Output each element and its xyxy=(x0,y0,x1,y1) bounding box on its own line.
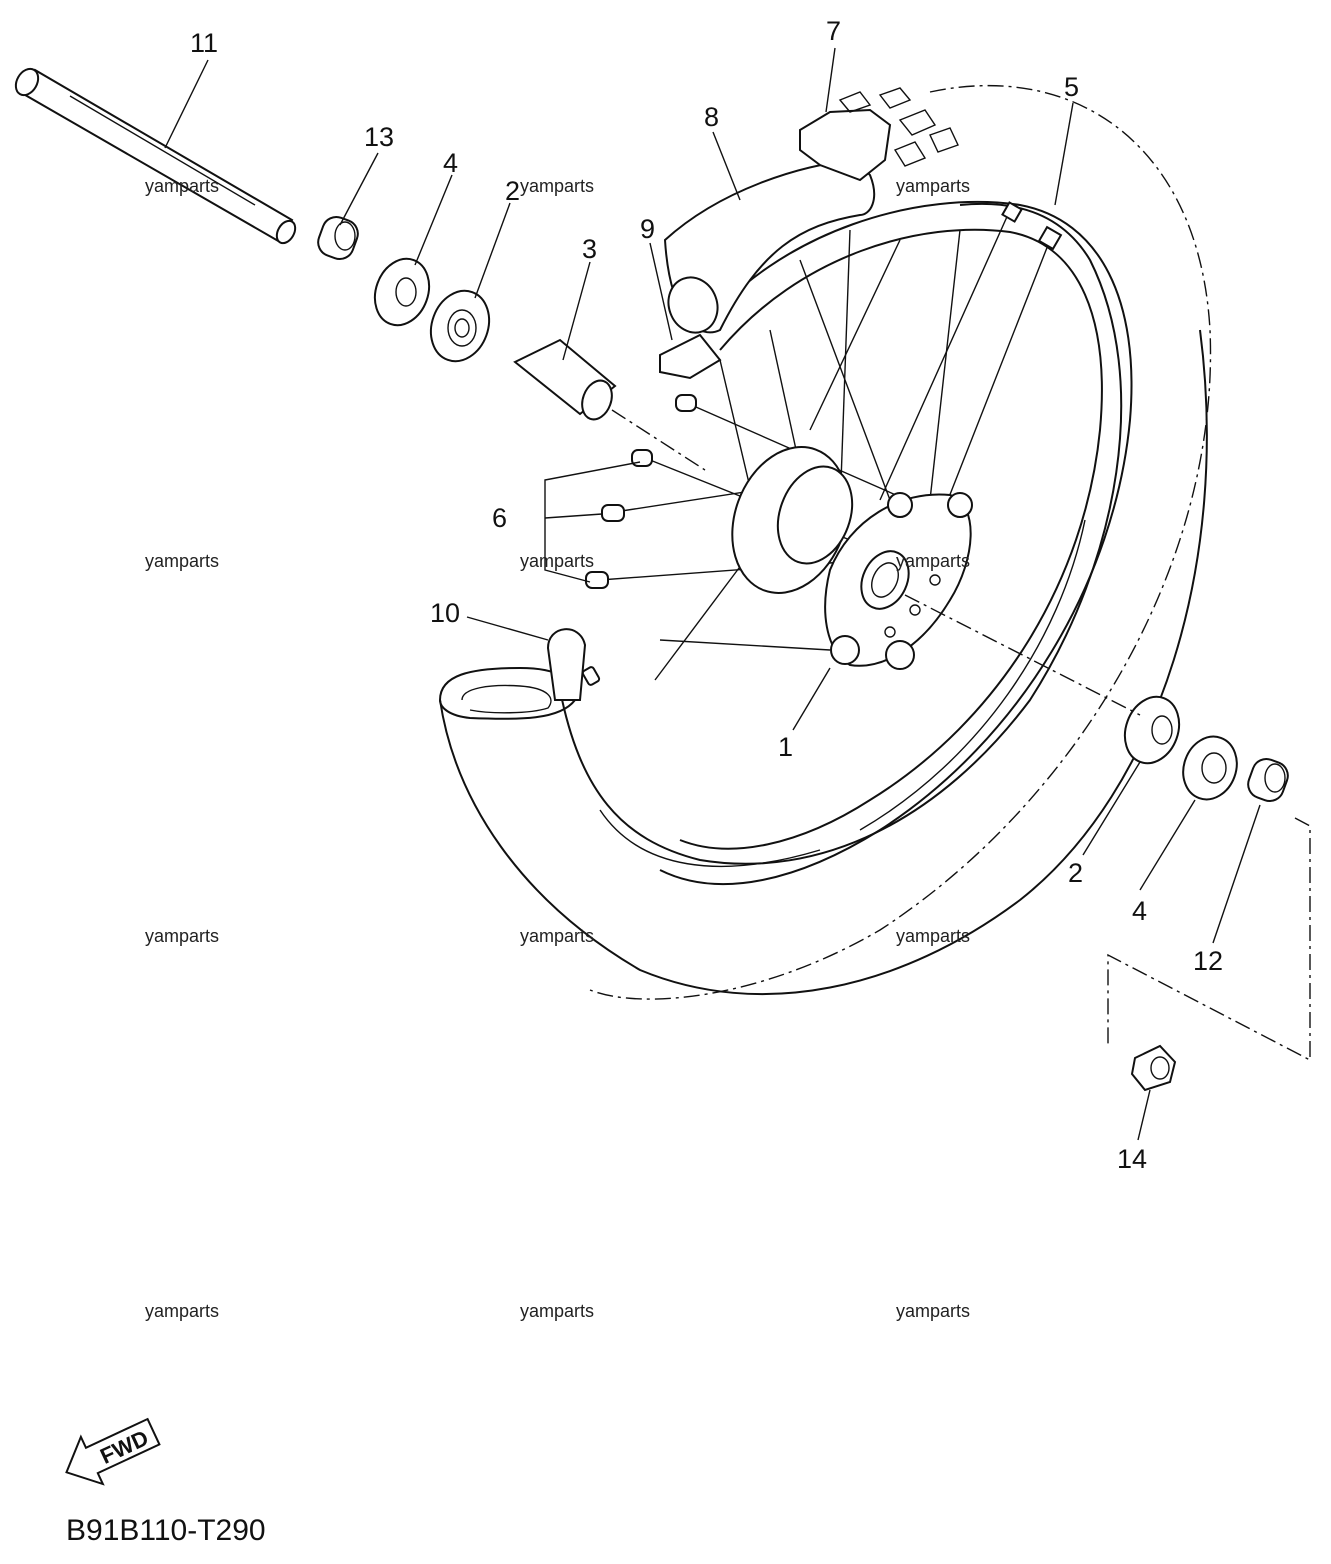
rim xyxy=(659,200,1133,886)
tire-knobs xyxy=(799,87,959,182)
nut-14 xyxy=(1130,1044,1177,1092)
rim-band xyxy=(663,158,876,334)
part-number-9: 9 xyxy=(640,214,655,244)
oil-seal-4-right xyxy=(1182,735,1238,801)
part-number-2: 2 xyxy=(505,176,520,206)
watermark: yamparts xyxy=(896,176,970,196)
axle xyxy=(14,67,297,245)
part-number-10: 10 xyxy=(430,598,460,628)
part-number-4: 4 xyxy=(443,148,458,178)
bearing-2-right xyxy=(1123,695,1181,765)
watermark: yamparts xyxy=(896,926,970,946)
watermark: yamparts xyxy=(145,1301,219,1321)
collar-13 xyxy=(317,215,359,261)
hub xyxy=(731,446,973,670)
part-number-12: 12 xyxy=(1193,946,1223,976)
part-number-7: 7 xyxy=(826,16,841,46)
watermark: yamparts xyxy=(520,176,594,196)
part-number-2-right: 2 xyxy=(1068,858,1083,888)
valve xyxy=(546,628,601,701)
collar-12 xyxy=(1247,757,1289,803)
watermark: yamparts xyxy=(896,1301,970,1321)
part-number-8: 8 xyxy=(704,102,719,132)
watermark: yamparts xyxy=(145,926,219,946)
diagram-code: B91B110-T290 xyxy=(66,1514,266,1547)
part-number-3: 3 xyxy=(582,234,597,264)
forward-arrow-icon: FWD xyxy=(65,1417,161,1486)
watermark: yamparts xyxy=(520,926,594,946)
part-number-14: 14 xyxy=(1117,1144,1147,1174)
part-number-5: 5 xyxy=(1064,72,1079,102)
part-number-4-right: 4 xyxy=(1132,896,1147,926)
part-number-labels: 11 13 4 2 3 9 8 7 5 6 10 1 2 4 12 14 xyxy=(190,16,1223,1174)
watermark: yamparts xyxy=(145,551,219,571)
part-number-11: 11 xyxy=(190,28,218,58)
watermark: yamparts xyxy=(520,551,594,571)
bearing-4-left xyxy=(373,257,431,327)
watermark: yamparts xyxy=(896,551,970,571)
spokes xyxy=(585,201,1063,681)
watermark: yamparts xyxy=(520,1301,594,1321)
leader-lines xyxy=(164,47,1261,1141)
watermark: yamparts xyxy=(145,176,219,196)
watermarks: yamparts yamparts yamparts yamparts yamp… xyxy=(145,176,970,1321)
part-number-13: 13 xyxy=(364,122,394,152)
rim-lock xyxy=(659,333,722,380)
part-number-1: 1 xyxy=(778,732,793,762)
part-number-6: 6 xyxy=(492,503,507,533)
bearing-2-left xyxy=(429,289,491,363)
axis-lines xyxy=(611,409,1311,1062)
spacer-3 xyxy=(513,338,617,421)
